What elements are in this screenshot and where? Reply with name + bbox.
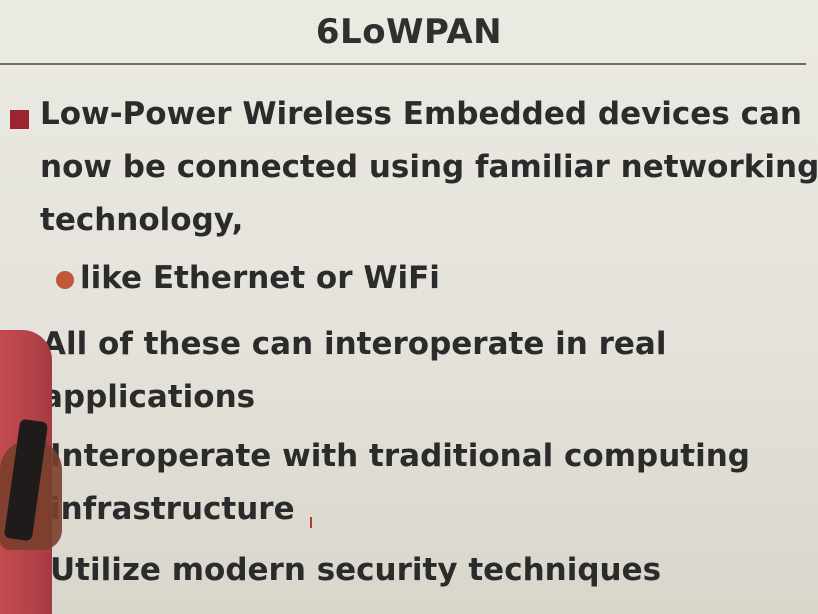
title-divider [0,63,806,65]
bullet-line: Utilize modern security techniques [50,552,662,588]
bullet-line: Low-Power Wireless Embedded devices can [40,96,802,132]
bullet-line: Interoperate with traditional computing [50,438,750,474]
slide-title: 6LoWPAN [315,12,503,52]
bullet-line: applications [42,379,256,415]
bullet-line: All of these can interoperate in real [42,326,667,362]
bullet-item: All of these can interoperate in real ap… [42,318,802,424]
bullet-line: now be connected using familiar networki… [40,149,818,185]
sub-bullet-dot-icon [56,271,74,289]
bullet-line: technology, [40,202,244,238]
sub-bullet-item: like Ethernet or WiFi [80,260,440,296]
bullet-item: Low-Power Wireless Embedded devices can … [40,88,818,247]
bullet-line: infrastructure [50,491,295,527]
bullet-item: Utilize modern security techniques [50,544,810,597]
bullet-square-icon [10,110,29,129]
laser-pointer-mark [310,517,312,528]
bullet-item: Interoperate with traditional computing … [50,430,810,536]
